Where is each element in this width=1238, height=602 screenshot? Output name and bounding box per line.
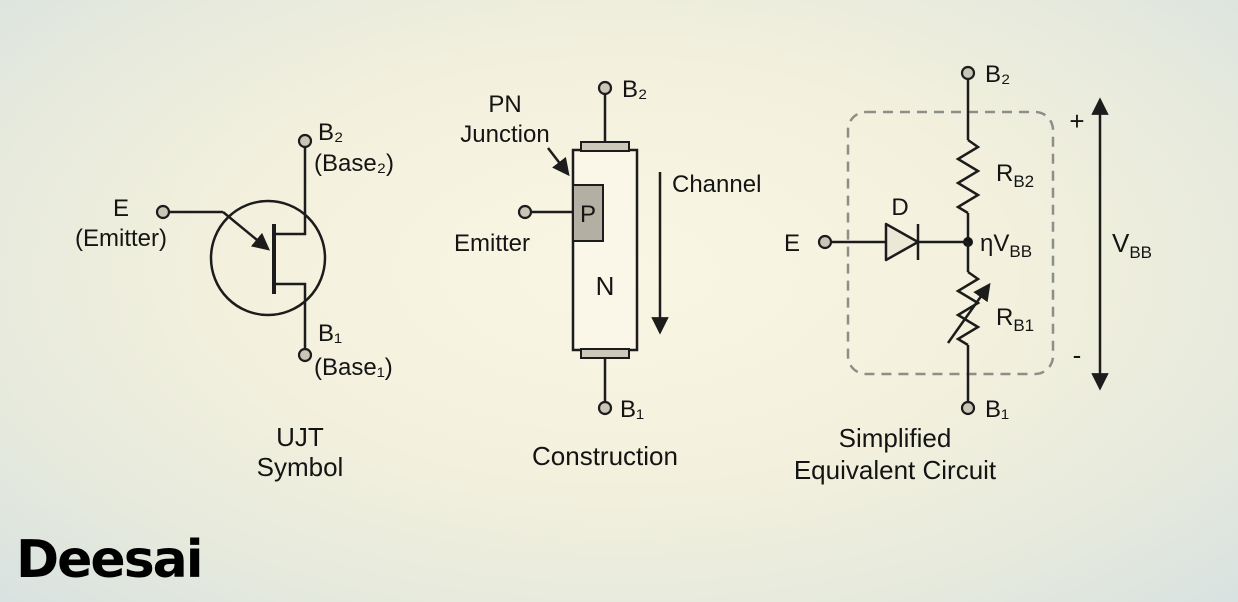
minus-sign: - [1073,340,1082,370]
pn-junction-label-line1: PN [488,91,521,118]
rb1-resistor [955,270,981,347]
b2-terminal-dot [960,65,976,81]
d-label: D [891,194,908,221]
b2-label: B₂ [622,76,647,103]
diode [884,222,920,262]
symbol-caption-line1: UJT [276,422,324,452]
emitter-terminal-dot [517,204,533,220]
b1-terminal-dot [960,400,976,416]
b2-label: B₂ [985,61,1010,88]
b2-label: B₂ [318,119,343,146]
rb2-label-sub: B2 [1013,172,1034,191]
e-label: E [784,230,800,257]
construction-caption: Construction [532,441,678,471]
equivalent-caption-line1: Simplified [839,423,952,453]
b1-label: B₁ [620,396,644,423]
b2-lead [274,141,307,236]
e-terminal-dot [817,234,833,250]
eta-vbb-label: ηVBB [980,230,1032,261]
rb1-label-sub: B1 [1013,316,1034,335]
b2-terminal-dot [297,133,313,149]
b1-paren-label: (Base₁) [314,354,393,381]
n-bar [571,148,639,352]
eta-vbb-label-base: ηV [980,230,1009,257]
e-label: E [113,195,129,222]
e-paren-label: (Emitter) [75,225,167,252]
bottom-contact [580,348,630,359]
b2-paren-label: (Base₂) [314,150,394,177]
deesai-logo: Deesai [16,530,204,590]
vbb-label-sub: BB [1129,243,1152,262]
b1-terminal-dot [297,347,313,363]
rb2-label: RB2 [996,160,1034,191]
symbol-circle [209,199,327,317]
channel-label: Channel [672,171,761,198]
top-contact [580,141,630,152]
b1-terminal-dot [597,400,613,416]
p-label: P [580,201,596,228]
eta-vbb-label-sub: BB [1009,242,1032,261]
b2-terminal-dot [597,80,613,96]
plus-sign: + [1069,106,1084,136]
pn-junction-arrow [547,147,570,177]
n-label: N [596,271,615,301]
b1-label: B₁ [318,320,342,347]
rb1-variable-arrow [946,282,991,344]
symbol-caption-line2: Symbol [257,452,344,482]
emitter-arrow [222,211,271,251]
equivalent-circuit-figure: B₂ B₁ E D RB2 RB1 ηVBB VBB + - Simplifie… [784,61,1152,485]
rb1-label-base: R [996,304,1013,331]
equivalent-caption-line2: Equivalent Circuit [794,455,997,485]
rb2-label-base: R [996,160,1013,187]
construction-figure: PN Junction Emitter P N Channel B₂ B₁ Co… [454,76,761,471]
ujt-symbol-figure: E (Emitter) B₂ (Base₂) B₁ (Base₁) UJT Sy… [75,119,394,482]
vbb-label: VBB [1112,228,1152,262]
emitter-terminal-dot [155,204,171,220]
b1-lead [274,282,307,355]
rb1-label: RB1 [996,304,1034,335]
b1-label: B₁ [985,396,1009,423]
pn-junction-label-line2: Junction [460,121,549,148]
vbb-label-base: V [1112,228,1130,258]
dashed-boundary [846,110,1055,376]
emitter-label: Emitter [454,230,530,257]
rb2-resistor [955,138,981,215]
